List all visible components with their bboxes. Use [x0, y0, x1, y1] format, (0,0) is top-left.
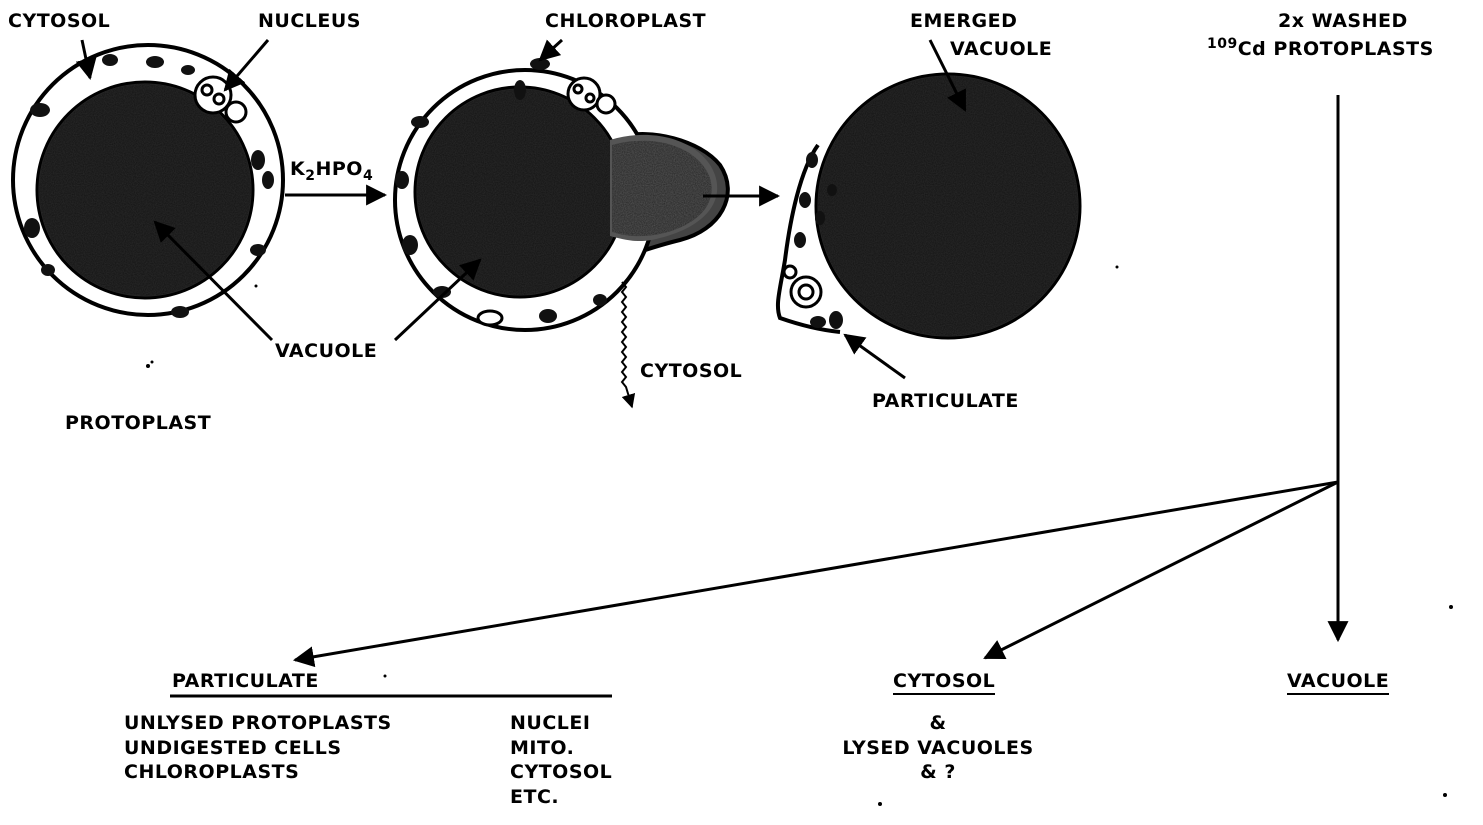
- isotope-superscript: 109: [1207, 36, 1238, 52]
- arrow-nucleus-label: [225, 40, 268, 90]
- reagent-sub2: 4: [363, 168, 373, 184]
- emerged-vacuole-cell: [778, 74, 1080, 338]
- washed-label-line1: 2x WASHED: [1278, 10, 1408, 32]
- protoplast-label: PROTOPLAST: [65, 412, 211, 434]
- protoplast-cell: [13, 45, 283, 318]
- emerging-cell: [395, 58, 728, 330]
- list-item: MITO.: [510, 736, 612, 761]
- particulate-col1: UNLYSED PROTOPLASTS UNDIGESTED CELLS CHL…: [124, 711, 392, 785]
- list-item: CHLOROPLASTS: [124, 760, 392, 785]
- chloroplast-label: CHLOROPLAST: [545, 10, 706, 32]
- reagent-sub1: 2: [305, 168, 315, 184]
- reagent-k: K: [290, 158, 305, 180]
- cytosol-fraction-lines: & LYSED VACUOLES & ?: [838, 711, 1038, 785]
- arrow-cytosol-wavy: [622, 282, 632, 407]
- list-item: LYSED VACUOLES: [838, 736, 1038, 761]
- arrow-to-particulate: [295, 482, 1338, 660]
- list-item: & ?: [838, 760, 1038, 785]
- list-item: NUCLEI: [510, 711, 612, 736]
- nucleus-label: NUCLEUS: [258, 10, 361, 32]
- list-item: &: [838, 711, 1038, 736]
- arrow-chloroplast-label: [540, 40, 562, 60]
- cytosol-label-mid: CYTOSOL: [640, 360, 742, 382]
- particulate-fraction-title: PARTICULATE: [172, 670, 319, 692]
- vacuole-fraction-title: VACUOLE: [1287, 670, 1389, 695]
- washed-protoplasts-text: Cd PROTOPLASTS: [1238, 38, 1434, 60]
- reagent-hpo: HPO: [315, 158, 362, 180]
- list-item: ETC.: [510, 785, 612, 810]
- cytosol-label-top: CYTOSOL: [8, 10, 110, 32]
- list-item: CYTOSOL: [510, 760, 612, 785]
- emerged-label-line1: EMERGED: [910, 10, 1017, 32]
- washed-label-line2: 109Cd PROTOPLASTS: [1207, 38, 1434, 62]
- particulate-col2: NUCLEI MITO. CYTOSOL ETC.: [510, 711, 612, 809]
- particulate-label-mid: PARTICULATE: [872, 390, 1019, 412]
- list-item: UNLYSED PROTOPLASTS: [124, 711, 392, 736]
- arrow-particulate-label: [845, 335, 905, 378]
- emerged-label-line2: VACUOLE: [950, 38, 1052, 60]
- arrow-to-cytosol: [985, 482, 1338, 658]
- reagent-label: K2HPO4: [290, 158, 373, 182]
- vacuole-label-mid: VACUOLE: [275, 340, 377, 362]
- cytosol-fraction-title: CYTOSOL: [893, 670, 995, 695]
- list-item: UNDIGESTED CELLS: [124, 736, 392, 761]
